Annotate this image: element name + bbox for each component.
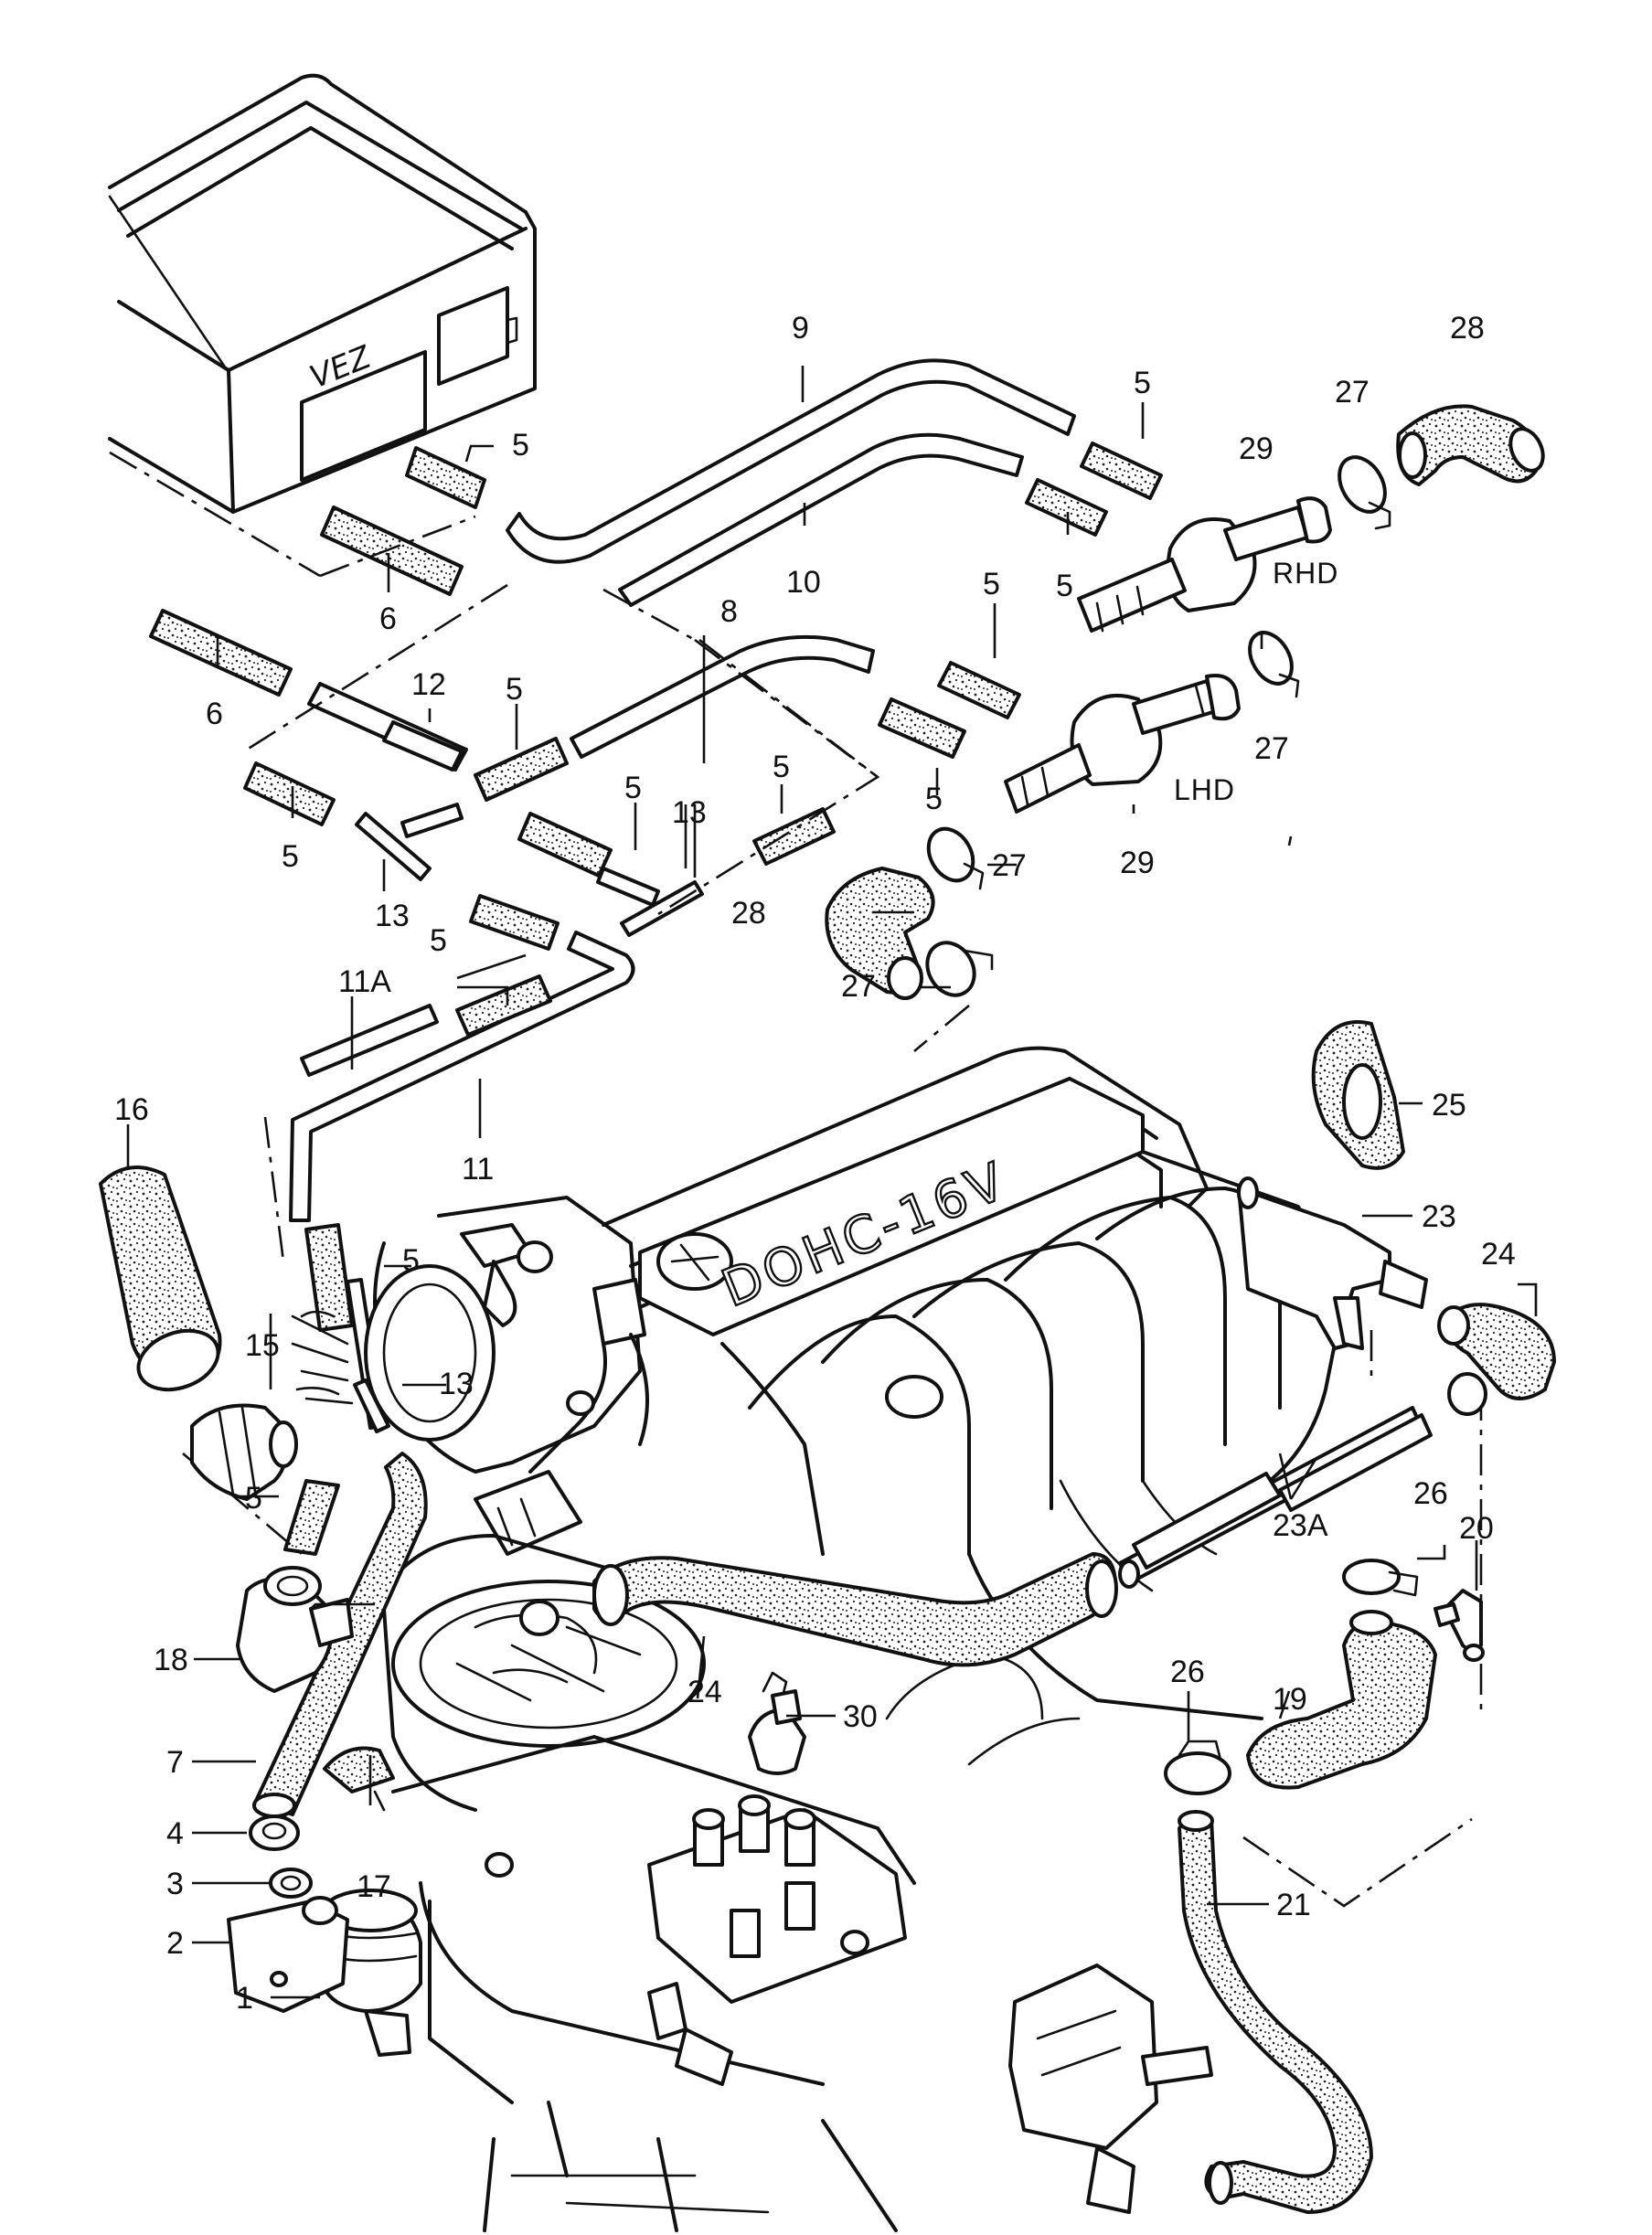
- lhd-label: LHD: [1174, 773, 1235, 806]
- callout-3: 3: [166, 1867, 184, 1901]
- hose-pieces-5-6: [149, 442, 1163, 1556]
- callout-12: 12: [411, 667, 446, 702]
- clamp-27-lhd-lower: [925, 826, 994, 997]
- hose-16: [99, 1165, 222, 1392]
- tube-11: [289, 931, 635, 1222]
- hose-19: [1246, 1610, 1437, 1790]
- callout-28-rhd: 28: [1450, 311, 1485, 346]
- rhd-label: RHD: [1273, 557, 1338, 590]
- clamp-27-rhd: [1338, 455, 1391, 530]
- callout-5-top-left: 5: [512, 428, 529, 463]
- leader-lines: [126, 366, 1538, 1999]
- air-intake: [382, 1534, 916, 2232]
- part-3-washer: [269, 1868, 313, 1899]
- callout-13-throttle: 13: [439, 1367, 474, 1401]
- callout-17: 17: [357, 1869, 391, 1904]
- callout-5-lhd-lower: 5: [925, 782, 943, 816]
- callout-7: 7: [166, 1745, 184, 1780]
- callout-28-lhd: 28: [731, 896, 766, 931]
- callout-2: 2: [166, 1926, 184, 1961]
- callout-6-upper: 6: [379, 601, 397, 636]
- throttle-body: [364, 1196, 649, 1556]
- callout-11a: 11A: [338, 964, 391, 999]
- callout-6-lower: 6: [206, 697, 223, 731]
- callout-26-upper: 26: [1413, 1476, 1448, 1511]
- callout-16: 16: [114, 1092, 149, 1127]
- tube-12: [307, 682, 468, 772]
- part-25-gasket: [1311, 1020, 1405, 1170]
- clamp-26-upper: [1342, 1559, 1419, 1597]
- callout-20: 20: [1459, 1511, 1494, 1546]
- part-17-cap: [323, 1746, 395, 1812]
- part-13-hose-clip-fan: [291, 1310, 354, 1405]
- callout-13-left: 13: [375, 899, 410, 933]
- callout-5-left: 5: [282, 839, 299, 874]
- callout-5-mid: 5: [506, 672, 523, 707]
- tube-11a: [300, 1004, 439, 1077]
- callout-5-lhd: 5: [983, 567, 1000, 601]
- callout-27-lhd-lower: 27: [841, 969, 876, 1004]
- tube-10: [618, 432, 1024, 607]
- callout-19: 19: [1273, 1682, 1307, 1717]
- clamp-27-lhd-upper: [1248, 631, 1300, 698]
- elbow-15: [190, 1403, 298, 1501]
- callout-5-left-lower: 5: [245, 1481, 262, 1516]
- clamp-26-lower: [1164, 1740, 1231, 1795]
- part-20-fitting: [1434, 1589, 1485, 1662]
- callout-27-rhd: 27: [1335, 375, 1370, 410]
- callout-29-lhd: 29: [1120, 846, 1155, 880]
- callout-27-lhd-mid: 27: [992, 848, 1027, 883]
- callout-5-rhd-upper: 5: [1134, 366, 1151, 400]
- callout-labels: 1 2 3 4 7 18 17 5 15 16 5 6 6 12 5 5 5 5…: [114, 311, 1516, 2016]
- callout-30: 30: [843, 1699, 878, 1734]
- callout-29-rhd: 29: [1239, 431, 1274, 466]
- callout-5-center: 5: [624, 771, 642, 805]
- callout-4: 4: [166, 1816, 184, 1851]
- tube-23: [1118, 1406, 1433, 1589]
- valve-29-rhd: [1077, 496, 1332, 633]
- valve-29-lhd: [1004, 674, 1241, 814]
- callout-23: 23A: [1273, 1508, 1328, 1543]
- tube-9: [506, 358, 1076, 564]
- callout-5-right-center: 5: [773, 750, 790, 784]
- callout-8: 8: [720, 594, 738, 629]
- callout-23a: 24: [1481, 1237, 1516, 1272]
- fuel-distributor: [647, 1794, 907, 2086]
- callout-5-stack: 5: [430, 923, 447, 958]
- hose-21: [1178, 1810, 1373, 2214]
- callout-24: 24: [687, 1675, 722, 1709]
- callout-5-rhd-lower: 5: [1056, 569, 1073, 603]
- callout-11: 11: [462, 1152, 494, 1187]
- callout-18: 18: [154, 1643, 188, 1677]
- elbow-28-lhd: [825, 867, 935, 1000]
- part-4-nut: [249, 1815, 300, 1851]
- part-18-t-fitting: [236, 1566, 354, 1693]
- callout-10: 10: [786, 565, 821, 600]
- callout-15: 15: [245, 1328, 280, 1363]
- callout-1: 1: [236, 1981, 253, 2016]
- callout-22: 23: [1422, 1199, 1456, 1234]
- part-22-valve: [1237, 1176, 1428, 1350]
- hose-24: [592, 1552, 1118, 1667]
- control-pressure-regulator: [1008, 1964, 1213, 2214]
- connector-tubes-13: [346, 803, 704, 1433]
- callout-9: 9: [792, 311, 809, 346]
- callout-13-upper: 13: [672, 795, 707, 830]
- callout-27-lhd-upper: 27: [1254, 731, 1289, 766]
- tube-8: [570, 634, 875, 759]
- elbow-23a: [1437, 1303, 1556, 1416]
- elbow-28-rhd: [1396, 404, 1545, 486]
- callout-21: 21: [1276, 1888, 1311, 1922]
- callout-26-lower: 26: [1170, 1655, 1205, 1689]
- part-2-bracket: [227, 1896, 349, 2013]
- callout-5-throttle: 5: [402, 1243, 420, 1278]
- part-30-clip: [748, 1671, 806, 1775]
- callout-25: 25: [1432, 1088, 1466, 1123]
